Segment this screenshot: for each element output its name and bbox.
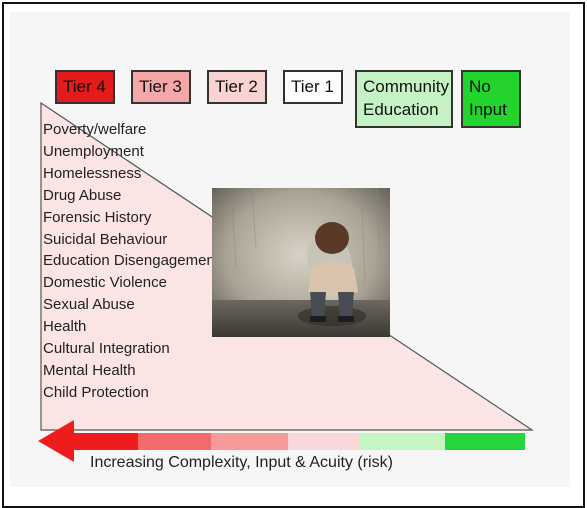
- risk-factor: Suicidal Behaviour: [43, 230, 168, 248]
- no-input-box: No Input: [461, 70, 521, 128]
- risk-factor: Mental Health: [43, 361, 136, 379]
- arrow-segment: [288, 433, 360, 450]
- risk-factor: Unemployment: [43, 142, 144, 160]
- risk-factor: Health: [43, 318, 87, 336]
- risk-factor: Homelessness: [43, 164, 142, 182]
- risk-factor-list: Poverty/welfare Unemployment Homelessnes…: [43, 119, 219, 404]
- tier-1-box: Tier 1: [283, 70, 343, 104]
- tier-3-box: Tier 3: [131, 70, 191, 104]
- risk-factor: Poverty/welfare: [43, 121, 147, 138]
- tier-2-box: Tier 2: [207, 70, 267, 104]
- tier-2-label: Tier 2: [215, 77, 258, 96]
- no-input-line2: Input: [469, 100, 507, 119]
- risk-factor: Education Disengagement: [43, 252, 219, 270]
- risk-factor: Child Protection: [43, 383, 149, 401]
- arrow-segment: [211, 433, 288, 450]
- child-photo: [212, 188, 390, 337]
- risk-factor: Sexual Abuse: [43, 296, 135, 314]
- risk-factor: Forensic History: [43, 208, 152, 226]
- risk-factor: Drug Abuse: [43, 186, 122, 204]
- risk-factor: Cultural Integration: [43, 340, 170, 358]
- arrow-caption: Increasing Complexity, Input & Acuity (r…: [90, 454, 393, 471]
- arrow-segment: [72, 433, 138, 450]
- community-education-line2: Education: [363, 100, 439, 119]
- tier-1-label: Tier 1: [291, 77, 334, 96]
- tier-3-label: Tier 3: [139, 77, 182, 96]
- tier-4-box: Tier 4: [55, 70, 115, 104]
- tier-4-label: Tier 4: [63, 77, 106, 96]
- community-education-line1: Community: [363, 77, 449, 96]
- community-education-box: Community Education: [355, 70, 453, 128]
- arrow-segment: [360, 433, 445, 450]
- arrow-segment: [445, 433, 525, 450]
- arrow-head: [38, 420, 74, 462]
- arrow-segment: [138, 433, 211, 450]
- no-input-line1: No: [469, 77, 491, 96]
- risk-factor: Domestic Violence: [43, 274, 167, 292]
